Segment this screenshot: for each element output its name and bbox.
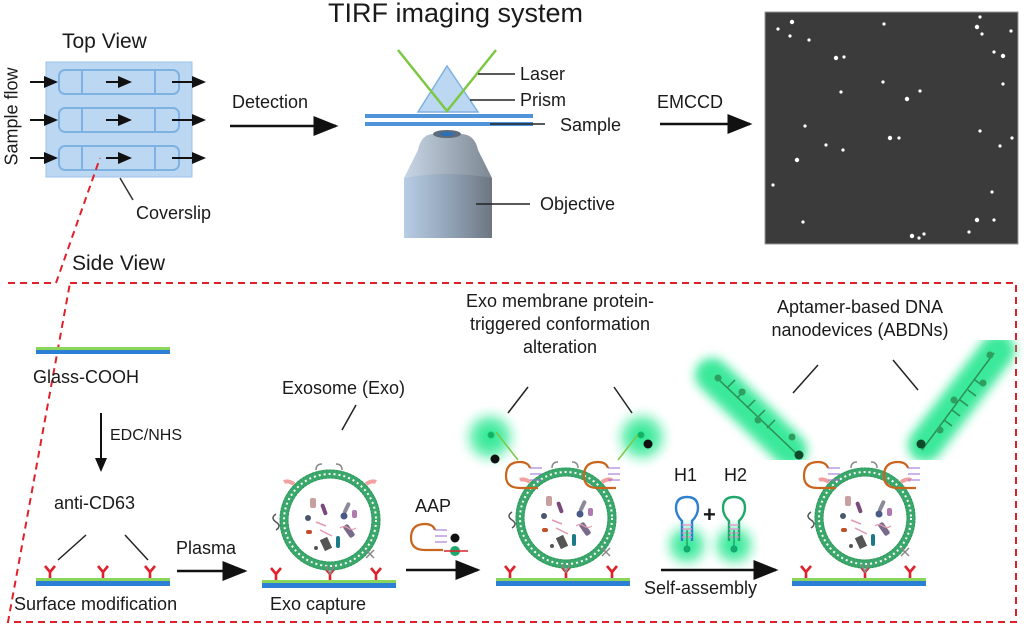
tirf-system [365, 49, 545, 238]
fluorescent-spot [842, 55, 846, 59]
fluorescent-spot [990, 190, 994, 194]
fluorescent-spot [833, 55, 839, 61]
fluorescent-spot [974, 217, 980, 223]
fluorescent-spot [803, 124, 807, 128]
exo-capture-label: Exo capture [270, 594, 367, 614]
h2-label: H2 [724, 465, 748, 485]
sample-slide-top [365, 114, 533, 118]
fluorescent-spot [794, 157, 800, 163]
abdn-stage [695, 333, 1015, 586]
emccd-image [764, 11, 1019, 245]
side-view-box [6, 157, 1017, 623]
fluorescent-spot [881, 80, 885, 84]
fluorescent-spot [801, 220, 805, 224]
side-view-label: Side View [72, 252, 166, 275]
plus-label: + [703, 502, 716, 527]
tirf-title: TIRF imaging system [328, 0, 584, 28]
h1-label: H1 [674, 465, 698, 485]
glass-cooh-blue [36, 350, 170, 354]
fluorescent-spot [904, 96, 910, 102]
fluorescent-spot [974, 24, 980, 30]
fluorescent-spot [897, 136, 901, 140]
fluorescent-spot [998, 144, 1002, 148]
objective-label: Objective [540, 194, 616, 214]
objective-top [404, 134, 492, 178]
prism-label: Prism [520, 90, 566, 110]
fluorescent-spot [771, 183, 775, 187]
fluorescent-spot [1009, 29, 1013, 33]
glass-cooh-green [36, 347, 170, 350]
sample-flow-label: Sample flow [1, 67, 22, 166]
top-view-label: Top View [62, 30, 147, 53]
fluorescent-spot [967, 230, 971, 234]
flow-arrows [30, 76, 206, 164]
sample-slide-bottom [365, 122, 533, 126]
hairpin-h2 [712, 495, 756, 567]
coverslip-leader-line [119, 177, 134, 201]
abdn-line-2: nanodevices (ABDNs) [771, 320, 949, 340]
fluorescent-spot [918, 89, 922, 93]
conformation-line-2: triggered conformation [469, 314, 651, 334]
prism [416, 64, 480, 113]
surface-modification-label: Surface modification [14, 594, 178, 614]
fluorescent-spot [1001, 82, 1005, 86]
surface-modification [36, 534, 170, 586]
fluorescent-spot [978, 129, 982, 133]
fluorescent-spot [882, 22, 886, 26]
fluorescent-spot [841, 148, 845, 152]
exosome-label: Exosome (Exo) [282, 378, 406, 398]
fluorescent-spot [788, 34, 792, 38]
fluorescent-spot [980, 32, 984, 36]
edc-nhs-label: EDC/NHS [110, 427, 183, 444]
glass-cooh-label: Glass-COOH [33, 367, 140, 387]
laser-beam [397, 49, 497, 113]
abdn-label: Aptamer-based DNA nanodevices (ABDNs) [720, 296, 1000, 342]
conformation-line-1: Exo membrane protein- [465, 291, 655, 311]
zoom-dashed-link [55, 157, 101, 284]
fluorescent-spot [887, 135, 893, 141]
detection-label: Detection [232, 92, 309, 112]
anti-cd63-label: anti-CD63 [54, 493, 136, 513]
fluorescent-spot [992, 218, 996, 222]
emccd-label: EMCCD [657, 92, 723, 112]
fluorescent-spot [992, 50, 996, 54]
abdn-line-1: Aptamer-based DNA [776, 297, 944, 317]
fluorescent-spot [978, 15, 982, 19]
fluorescent-spot [824, 143, 828, 147]
aap-icon [409, 522, 468, 556]
conformation-label: Exo membrane protein- triggered conforma… [420, 290, 700, 359]
fluorescent-spots [771, 15, 1014, 240]
fluorescent-spot [839, 90, 843, 94]
coverslip-top-view [30, 61, 206, 201]
hairpin-h1 [665, 495, 709, 567]
plasma-label: Plasma [176, 538, 237, 558]
laser-label: Laser [520, 64, 566, 84]
fluorescent-spot [917, 236, 921, 240]
aap-label: AAP [415, 496, 452, 516]
fluorescent-spot [1010, 136, 1014, 140]
objective-body [404, 174, 492, 238]
fluorescent-spot [789, 19, 795, 25]
conformation-stage [464, 386, 668, 586]
fluorescent-spot [909, 233, 915, 239]
self-assembly-label: Self-assembly [644, 578, 758, 598]
exosome [273, 464, 380, 574]
exo-capture [262, 404, 396, 588]
sample-label: Sample [560, 115, 622, 135]
coverslip-label: Coverslip [136, 203, 212, 223]
fluorescent-spot [807, 38, 811, 42]
fluorescent-spot [776, 27, 780, 31]
fluorescent-spot [1000, 53, 1006, 59]
fluorescent-spot [922, 232, 926, 236]
conformation-line-3: alteration [522, 337, 598, 357]
